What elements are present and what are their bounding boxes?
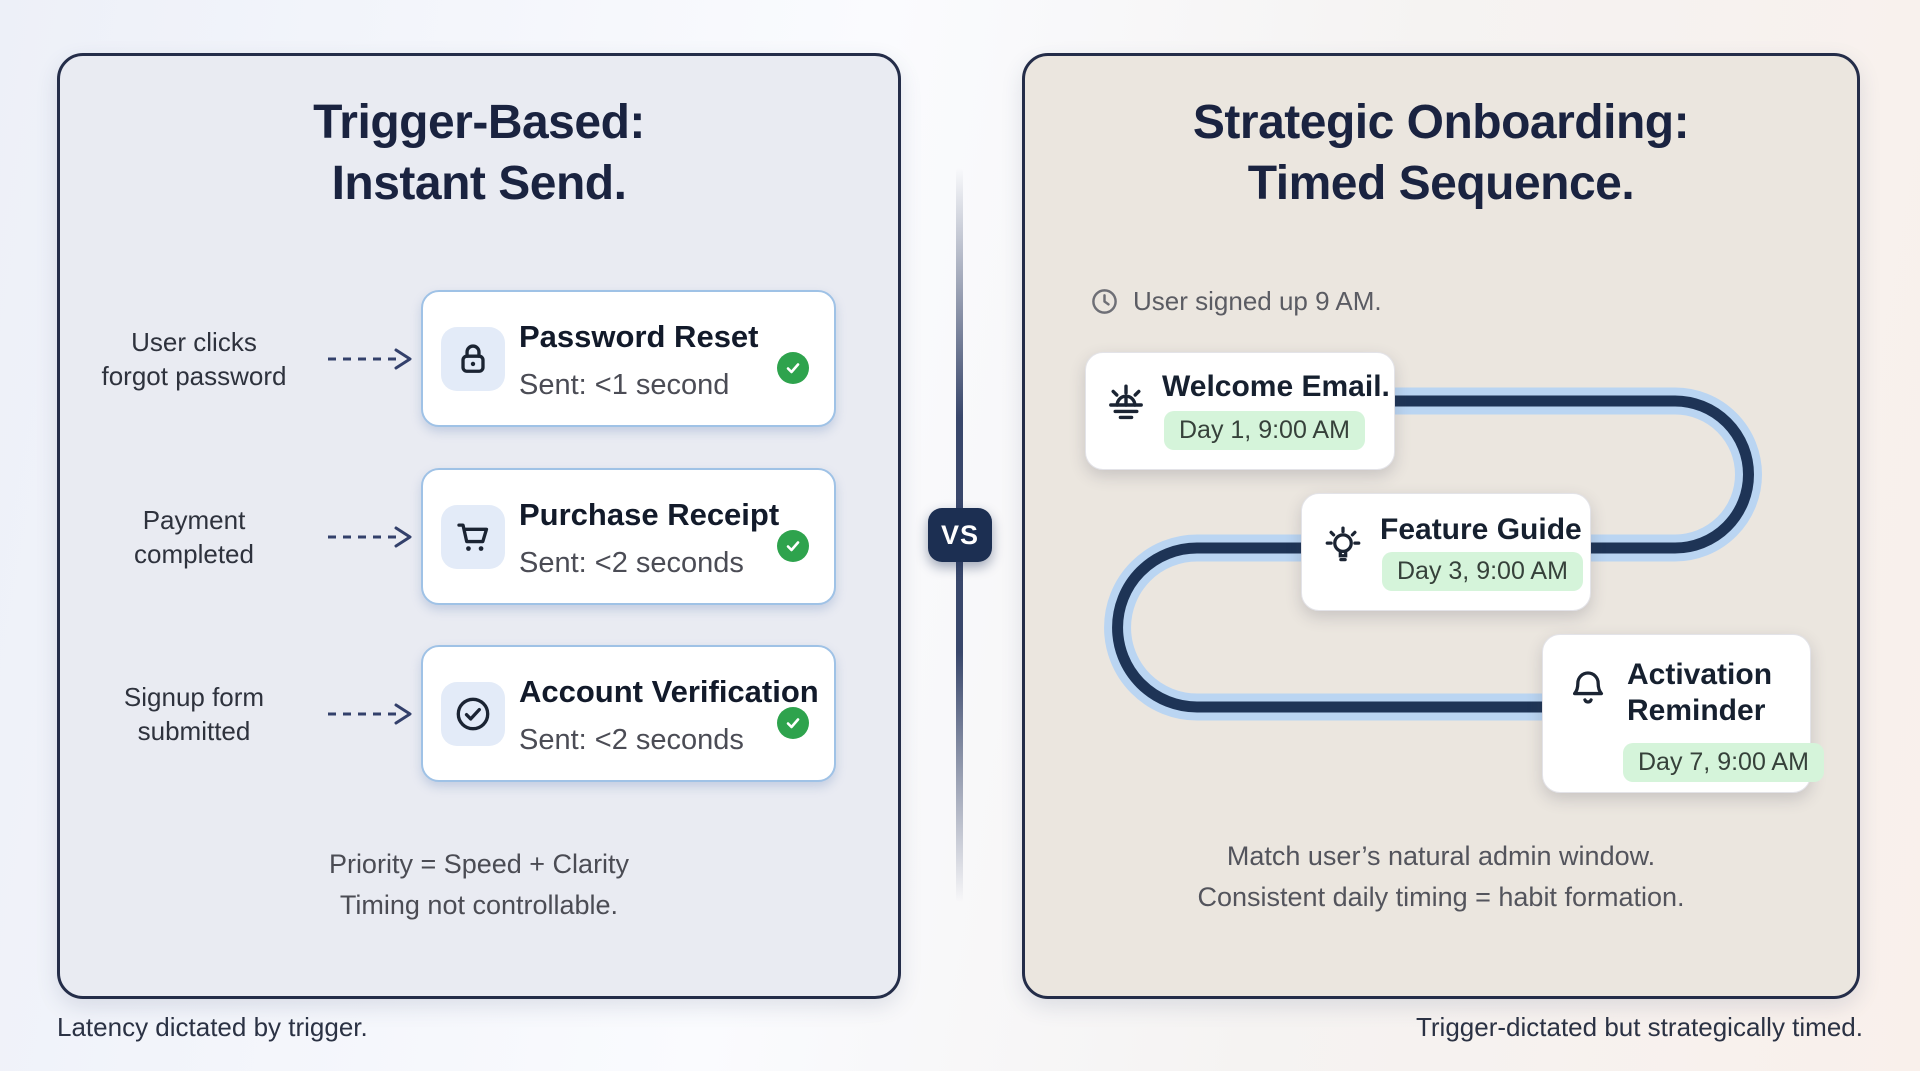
- left-caption: Latency dictated by trigger.: [57, 1012, 368, 1042]
- left-panel-title: Trigger-Based: Instant Send.: [60, 92, 898, 214]
- clock-icon: [1089, 286, 1120, 317]
- left-footer-line2: Timing not controllable.: [339, 890, 619, 920]
- trigger-label-line2: forgot password: [101, 360, 287, 391]
- sunrise-icon: [1102, 379, 1150, 427]
- check-circle-status-icon: [777, 707, 809, 739]
- lightbulb-icon: [1320, 522, 1366, 568]
- trigger-label: Payment completed: [68, 468, 320, 605]
- card-text: Account Verification Sent: <2 seconds: [519, 674, 819, 757]
- email-card-account-verification: Account Verification Sent: <2 seconds: [421, 645, 836, 782]
- right-footer-line2: Consistent daily timing = habit formatio…: [1197, 882, 1685, 912]
- right-caption: Trigger-dictated but strategically timed…: [1415, 1012, 1863, 1042]
- dashed-arrow-icon: [326, 347, 418, 371]
- card-title: Account Verification: [519, 674, 819, 709]
- step-title: Activation Reminder: [1627, 658, 1773, 727]
- trigger-label-line1: User clicks: [131, 326, 257, 357]
- vs-badge: VS: [928, 508, 992, 562]
- signup-note: User signed up 9 AM.: [1089, 286, 1382, 317]
- trigger-label-line2: completed: [134, 538, 254, 569]
- trigger-row-purchase-receipt: Payment completed: [60, 468, 898, 605]
- left-panel-footer: Priority = Speed + Clarity Timing not co…: [60, 844, 898, 926]
- card-subtitle: Sent: <2 seconds: [519, 724, 744, 756]
- strategic-onboarding-panel: Strategic Onboarding: Timed Sequence. Us…: [1022, 53, 1860, 999]
- right-title-line2: Timed Sequence.: [1247, 157, 1635, 210]
- left-footer-line1: Priority = Speed + Clarity: [328, 849, 630, 879]
- step-title: Welcome Email.: [1162, 370, 1390, 403]
- trigger-row-account-verification: Signup form submitted Accoun: [60, 645, 898, 782]
- trigger-label-line2: submitted: [137, 715, 251, 746]
- trigger-label-line1: Payment: [142, 504, 246, 535]
- left-title-line2: Instant Send.: [331, 157, 627, 210]
- trigger-label-line1: Signup form: [123, 681, 265, 712]
- dashed-arrow-icon: [326, 702, 418, 726]
- timeline-path: [1104, 387, 1762, 721]
- trigger-label: User clicks forgot password: [68, 290, 320, 427]
- step-card-activation-reminder: Activation Reminder Day 7, 9:00 AM: [1542, 634, 1824, 793]
- card-subtitle: Sent: <1 second: [519, 369, 730, 401]
- email-card-password-reset: Password Reset Sent: <1 second: [421, 290, 836, 427]
- check-circle-status-icon: [777, 352, 809, 384]
- trigger-based-panel: Trigger-Based: Instant Send. User clicks…: [57, 53, 901, 999]
- card-title: Purchase Receipt: [519, 497, 780, 532]
- card-text: Purchase Receipt Sent: <2 seconds: [519, 497, 779, 580]
- step-schedule-badge: Day 1, 9:00 AM: [1164, 411, 1365, 450]
- right-title-line1: Strategic Onboarding:: [1192, 96, 1690, 149]
- signup-note-text: User signed up 9 AM.: [1133, 286, 1382, 316]
- card-text: Password Reset Sent: <1 second: [519, 319, 759, 402]
- right-panel-footer: Match user’s natural admin window. Consi…: [1025, 836, 1857, 918]
- check-circle-status-icon: [777, 530, 809, 562]
- shopping-cart-icon: [441, 505, 505, 569]
- left-title-line1: Trigger-Based:: [313, 96, 645, 149]
- card-subtitle: Sent: <2 seconds: [519, 547, 744, 579]
- trigger-row-password-reset: User clicks forgot password: [60, 290, 898, 427]
- bell-icon: [1565, 665, 1611, 711]
- dashed-arrow-icon: [326, 525, 418, 549]
- card-title: Password Reset: [519, 319, 759, 354]
- trigger-label: Signup form submitted: [68, 645, 320, 782]
- step-card-welcome-email: Welcome Email. Day 1, 9:00 AM: [1085, 352, 1395, 470]
- check-circle-icon: [441, 682, 505, 746]
- email-card-purchase-receipt: Purchase Receipt Sent: <2 seconds: [421, 468, 836, 605]
- right-footer-line1: Match user’s natural admin window.: [1226, 841, 1656, 871]
- step-card-feature-guide: Feature Guide Day 3, 9:00 AM: [1301, 493, 1591, 611]
- right-panel-title: Strategic Onboarding: Timed Sequence.: [1025, 92, 1857, 214]
- step-schedule-badge: Day 7, 9:00 AM: [1623, 743, 1824, 782]
- lock-icon: [441, 327, 505, 391]
- step-schedule-badge: Day 3, 9:00 AM: [1382, 552, 1583, 591]
- step-title: Feature Guide: [1380, 513, 1582, 546]
